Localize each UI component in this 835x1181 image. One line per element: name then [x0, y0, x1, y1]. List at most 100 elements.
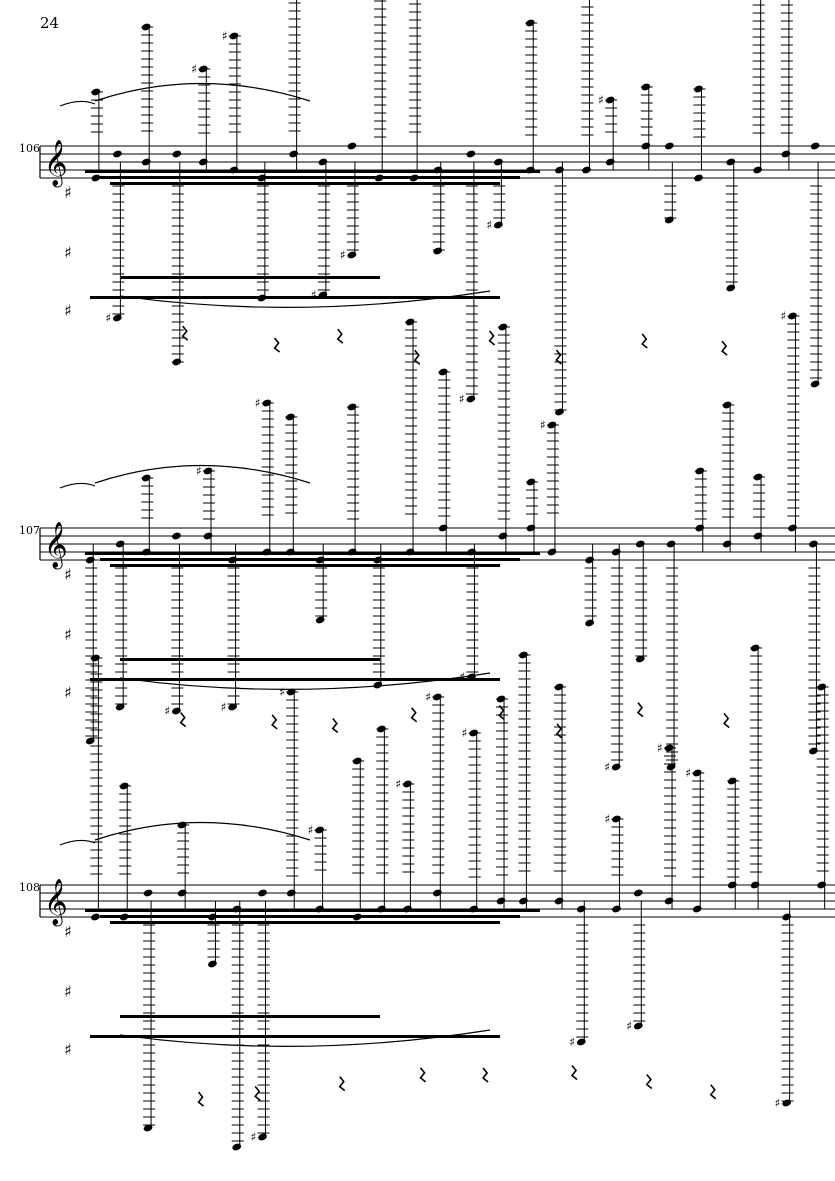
- notehead: [373, 681, 383, 689]
- notehead: [496, 695, 506, 703]
- sharp-icon: ♯: [222, 29, 228, 43]
- sharp-icon: ♯: [395, 777, 401, 791]
- notehead: [810, 380, 820, 388]
- beam: [100, 558, 520, 561]
- notehead: [115, 703, 125, 711]
- beam: [110, 921, 500, 924]
- notehead: [694, 85, 703, 93]
- rest-icon: [197, 1091, 205, 1107]
- notehead: [753, 473, 763, 481]
- sharp-icon: ♯: [221, 700, 227, 714]
- beam: [85, 552, 540, 555]
- notehead: [727, 881, 737, 889]
- notehead: [172, 150, 182, 158]
- rest-icon: [709, 1084, 717, 1100]
- system-106: 𝄞♯♯♯♯♯♯♯♯♯♯♯♯♯♯: [39, 0, 835, 416]
- notehead: [554, 897, 564, 905]
- notehead: [641, 142, 651, 150]
- notehead: [208, 960, 217, 968]
- rest-icon: [636, 702, 644, 718]
- notehead: [605, 96, 615, 104]
- measure-number-106: 106: [19, 142, 40, 155]
- sharp-icon: ♯: [425, 690, 431, 704]
- notehead: [781, 150, 791, 158]
- tie: [59, 482, 96, 489]
- sharp-icon: ♯: [486, 218, 492, 232]
- rest-icon: [413, 349, 421, 365]
- rest-icon: [271, 714, 278, 730]
- notehead: [664, 744, 674, 752]
- notehead: [141, 23, 151, 31]
- notehead: [582, 166, 591, 174]
- notehead: [519, 897, 528, 905]
- sharp-icon: ♯: [251, 1130, 257, 1144]
- notehead: [722, 540, 732, 548]
- notehead: [232, 1143, 242, 1151]
- sharp-icon: ♯: [604, 812, 610, 826]
- sharp-icon: ♯: [64, 183, 72, 202]
- rest-icon: [488, 330, 496, 346]
- beam: [100, 176, 520, 179]
- rest-icon: [410, 707, 418, 723]
- notehead: [318, 158, 328, 166]
- notehead: [817, 881, 827, 889]
- sharp-icon: ♯: [311, 288, 317, 302]
- measure-number-107: 107: [19, 524, 40, 537]
- slur: [119, 672, 491, 690]
- notehead: [585, 556, 594, 564]
- rest-icon: [645, 1073, 653, 1090]
- notehead: [289, 150, 298, 158]
- notehead: [753, 166, 763, 174]
- notehead: [750, 644, 760, 652]
- notehead: [726, 284, 736, 292]
- notehead: [203, 532, 213, 540]
- rest-icon: [254, 1085, 261, 1101]
- measure-number-108: 108: [19, 881, 40, 894]
- notehead: [198, 65, 208, 73]
- notehead: [119, 782, 129, 790]
- sharp-icon: ♯: [462, 726, 468, 740]
- notehead: [664, 897, 674, 905]
- notehead: [788, 524, 797, 532]
- tie: [59, 100, 96, 107]
- notehead: [315, 616, 325, 624]
- notehead: [141, 158, 151, 166]
- notehead: [315, 826, 324, 834]
- notehead: [228, 703, 237, 711]
- rest-icon: [179, 712, 187, 728]
- notehead: [258, 889, 267, 897]
- notehead: [91, 174, 101, 182]
- notehead: [496, 897, 506, 905]
- notehead: [664, 216, 674, 224]
- treble-clef-icon: 𝄞: [44, 879, 68, 927]
- notehead: [286, 889, 296, 897]
- notehead: [605, 158, 615, 166]
- notehead: [141, 474, 151, 482]
- notehead: [113, 150, 122, 158]
- sharp-icon: ♯: [64, 683, 72, 702]
- rest-icon: [498, 704, 505, 721]
- notehead: [554, 683, 564, 691]
- sharp-icon: ♯: [279, 685, 285, 699]
- notehead: [85, 737, 95, 745]
- notehead: [498, 323, 508, 331]
- slur: [119, 290, 491, 308]
- treble-clef-icon: 𝄞: [44, 140, 68, 188]
- sharp-icon: ♯: [657, 741, 663, 755]
- beam: [90, 296, 500, 299]
- notehead: [664, 142, 674, 150]
- sharp-icon: ♯: [308, 823, 314, 837]
- notehead: [726, 158, 736, 166]
- notehead: [85, 556, 95, 564]
- notehead: [172, 707, 181, 715]
- notehead: [91, 654, 100, 662]
- beam: [110, 564, 500, 567]
- notehead: [782, 1099, 791, 1107]
- beam: [110, 182, 500, 185]
- notehead: [526, 524, 536, 532]
- notehead: [262, 399, 272, 407]
- notehead: [438, 524, 448, 532]
- slur: [94, 464, 311, 484]
- notehead: [788, 312, 797, 320]
